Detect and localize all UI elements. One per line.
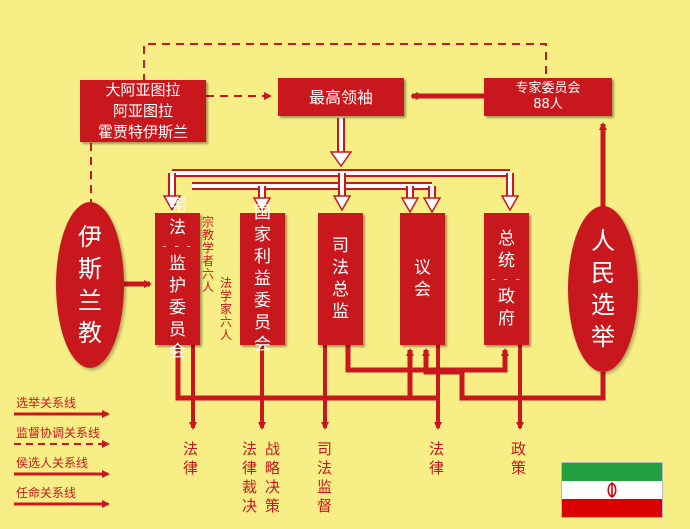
president-government-box: 总统 - - - 政府 <box>484 213 529 345</box>
parliament-box: 议会 <box>400 213 445 345</box>
people-election-oval: 人民选举 <box>568 206 638 372</box>
experts-assembly-box: 专家委员会 88人 <box>484 78 612 116</box>
flag-red-stripe <box>562 499 662 517</box>
supreme-leader-box: 最高领袖 <box>278 78 404 116</box>
output-policy: 政策 <box>511 440 527 477</box>
flag-green-stripe <box>562 463 662 481</box>
guardian-council-box: 宪法 - - - 监护委员会 <box>155 196 200 362</box>
output-law-ruling: 法律裁决 <box>242 440 258 515</box>
output-judicial-supervision: 司法监督 <box>317 440 333 515</box>
output-strategy: 战略决策 <box>265 440 281 515</box>
flag-emblem-icon <box>607 482 617 498</box>
legend-appointment: 任命关系线 <box>16 486 77 500</box>
guardian-religious-scholars-label: 宗教学者六人 <box>201 215 214 294</box>
output-law-2: 法律 <box>429 440 445 477</box>
iran-flag <box>561 462 663 518</box>
people-to-parliament-line <box>422 348 606 401</box>
bottom-feedback-loop-1 <box>175 345 414 401</box>
flag-white-stripe <box>562 481 662 499</box>
islamic-authority-box: 大阿亚图拉 阿亚图拉 霍贾特伊斯兰 <box>80 80 206 142</box>
expediency-council-box: 国家利益委员会 <box>240 203 285 355</box>
legend-supervision: 监督协调关系线 <box>16 426 101 440</box>
dashed-loop-line <box>143 43 547 82</box>
islam-oval: 伊斯兰教 <box>56 202 124 368</box>
legend-candidate: 侯选人关系线 <box>16 456 89 470</box>
legend-election: 选举关系线 <box>16 396 77 410</box>
output-law-1: 法律 <box>183 440 199 477</box>
judiciary-head-box: 司法总监 <box>318 213 363 345</box>
guardian-jurists-label: 法学家六人 <box>219 276 232 342</box>
